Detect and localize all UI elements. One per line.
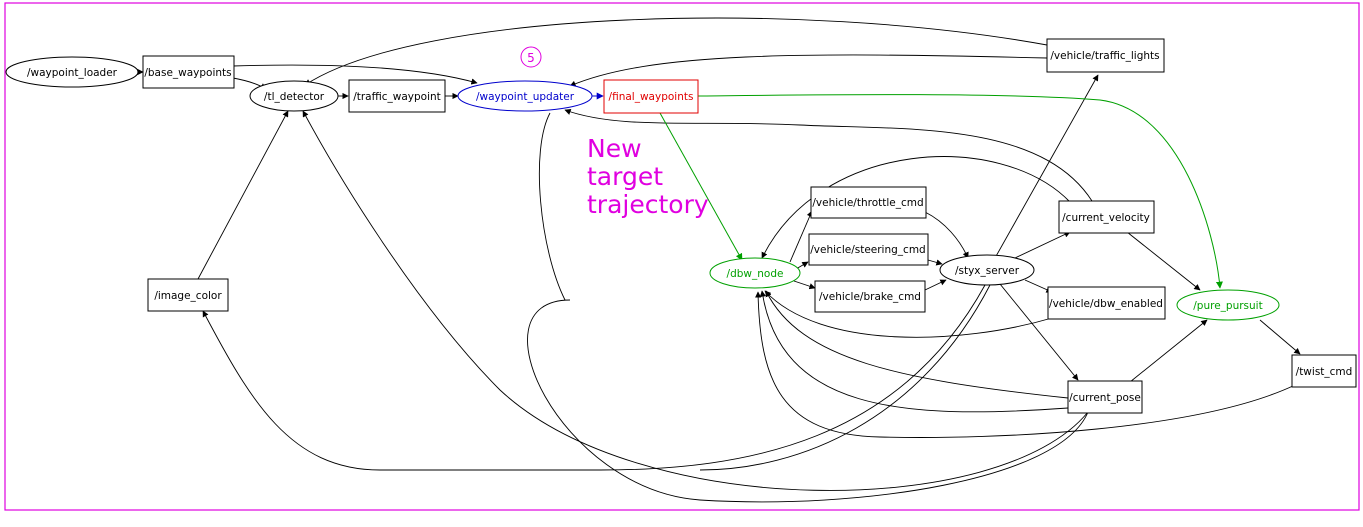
node-brake-cmd[interactable]: /vehicle/brake_cmd — [814, 280, 926, 313]
edge-pursuit-twist — [1259, 319, 1301, 355]
svg-text:/image_color: /image_color — [154, 290, 222, 302]
node-steering-cmd[interactable]: /vehicle/steering_cmd — [808, 233, 929, 266]
edge-twist-dbw — [754, 291, 1296, 438]
node-tl-detector[interactable]: /tl_detector — [249, 80, 339, 112]
edge-velocity-pursuit — [1126, 231, 1201, 291]
step-marker: 5 — [520, 46, 542, 68]
edge-lights-updater — [569, 54, 1048, 87]
svg-text:/current_velocity: /current_velocity — [1062, 212, 1150, 224]
svg-text:trajectory: trajectory — [587, 190, 709, 219]
node-dbw-node[interactable]: /dbw_node — [709, 257, 801, 289]
svg-text:/pure_pursuit: /pure_pursuit — [1193, 300, 1262, 312]
edge-brake-styx — [924, 279, 947, 291]
node-traffic-lights[interactable]: /vehicle/traffic_lights — [1046, 38, 1165, 73]
svg-text:/waypoint_loader: /waypoint_loader — [27, 67, 118, 79]
svg-text:/vehicle/dbw_enabled: /vehicle/dbw_enabled — [1049, 298, 1163, 310]
edge-final-dbw — [659, 112, 743, 261]
edge-pose-updater-a — [527, 112, 1089, 503]
svg-text:/vehicle/steering_cmd: /vehicle/steering_cmd — [810, 244, 925, 256]
svg-text:/styx_server: /styx_server — [955, 265, 1020, 277]
node-waypoint-updater[interactable]: /waypoint_updater — [457, 80, 593, 112]
edge-image-tl — [197, 110, 289, 280]
node-styx-server[interactable]: /styx_server — [939, 254, 1035, 286]
node-waypoint-loader[interactable]: /waypoint_loader — [5, 56, 139, 88]
node-twist-cmd[interactable]: /twist_cmd — [1291, 354, 1357, 388]
node-current-pose[interactable]: /current_pose — [1067, 380, 1143, 414]
edge-dbw-throttle — [789, 210, 813, 263]
edge-steering-styx — [927, 259, 943, 266]
node-traffic-waypoint[interactable]: /traffic_waypoint — [348, 79, 446, 113]
svg-text:/tl_detector: /tl_detector — [264, 91, 325, 103]
svg-text:/twist_cmd: /twist_cmd — [1296, 366, 1353, 378]
edge-styx-velocity — [1014, 231, 1071, 259]
svg-text:5: 5 — [527, 51, 535, 65]
svg-text:/vehicle/throttle_cmd: /vehicle/throttle_cmd — [812, 197, 923, 209]
edge-final-pursuit — [697, 94, 1223, 289]
node-throttle-cmd[interactable]: /vehicle/throttle_cmd — [810, 186, 927, 219]
svg-text:/current_pose: /current_pose — [1069, 392, 1141, 404]
node-pure-pursuit[interactable]: /pure_pursuit — [1176, 289, 1280, 321]
edge-velocity-dbw — [761, 156, 1071, 259]
node-dbw-enabled[interactable]: /vehicle/dbw_enabled — [1047, 286, 1166, 320]
svg-text:/waypoint_updater: /waypoint_updater — [476, 91, 575, 103]
edge-velocity-updater — [564, 108, 1093, 202]
edge-pose-pursuit — [1129, 319, 1208, 383]
edge-pose-dbw-2 — [759, 290, 1069, 413]
svg-text:/dbw_node: /dbw_node — [727, 268, 784, 280]
edge-pose-dbw — [765, 290, 1069, 399]
edge-pose-tl — [302, 110, 1089, 491]
svg-text:target: target — [587, 162, 663, 191]
edge-dbw-brake — [793, 280, 816, 290]
svg-text:/final_waypoints: /final_waypoints — [609, 91, 694, 103]
annotation-new-target-trajectory: New target trajectory — [587, 134, 709, 219]
node-final-waypoints[interactable]: /final_waypoints — [603, 79, 699, 114]
edge-styx-down — [699, 284, 991, 471]
svg-text:New: New — [587, 134, 642, 163]
svg-text:/vehicle/brake_cmd: /vehicle/brake_cmd — [819, 291, 921, 303]
edge-styx-image — [202, 284, 986, 471]
frame-border — [4, 2, 1360, 511]
edge-styx-lights — [994, 74, 1099, 259]
edge-base-updater — [232, 64, 478, 85]
node-image-color[interactable]: /image_color — [147, 278, 229, 312]
svg-text:/base_waypoints: /base_waypoints — [144, 67, 231, 79]
node-current-velocity[interactable]: /current_velocity — [1058, 200, 1155, 234]
edge-lights-tl — [304, 17, 1048, 86]
svg-text:/traffic_waypoint: /traffic_waypoint — [353, 91, 441, 103]
edge-throttle-styx — [924, 211, 969, 259]
edge-styx-pose — [999, 283, 1079, 381]
svg-text:/vehicle/traffic_lights: /vehicle/traffic_lights — [1050, 50, 1159, 62]
edge-enabled-dbw — [764, 290, 1053, 338]
node-base-waypoints[interactable]: /base_waypoints — [142, 55, 235, 89]
